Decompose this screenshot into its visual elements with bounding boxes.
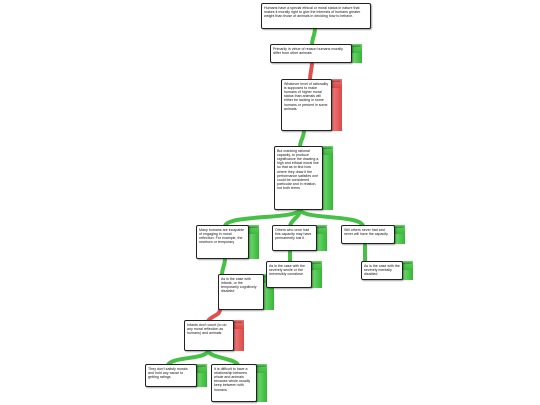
node-text: As is the case with the severely mentall… — [361, 261, 403, 280]
node-rationality-lacking[interactable]: opposes Whatever level of rationality is… — [281, 79, 342, 131]
connector-n12-to-n10 — [206, 348, 240, 367]
connector-n2-to-n1 — [308, 60, 314, 82]
supports-tag: supports — [395, 261, 413, 270]
connector-n3-to-n2 — [298, 128, 306, 149]
node-dont-satisfy-morals[interactable]: supports They don't satisfy morals and h… — [145, 364, 207, 387]
node-many-humans-incapable[interactable]: supports Many humans are incapable of en… — [196, 225, 259, 259]
connector-n7-to-n4 — [220, 256, 227, 277]
supports-stripe — [256, 373, 267, 402]
node-mentally-disabled[interactable]: supports As is the case with the severel… — [361, 261, 413, 280]
node-text: As is the case with infants, or the temp… — [218, 274, 264, 310]
node-text: As in the case with the severely senile … — [266, 261, 312, 288]
supports-tag: supports — [239, 225, 259, 234]
node-infants-dont-count[interactable]: opposes Infants don't count (to do any m… — [184, 320, 244, 351]
supports-tag: supports — [385, 225, 405, 234]
node-rational-capacity[interactable]: supports But cranking rational capacity,… — [274, 146, 333, 210]
node-text: They don't satisfy morals and hold any c… — [145, 364, 197, 387]
node-text: Many humans are incapable of engaging in… — [196, 225, 249, 259]
supports-stripe — [402, 270, 413, 280]
node-text: But cranking rational capacity, to produ… — [274, 146, 323, 210]
node-text: Others who once had this capacity may ha… — [272, 225, 317, 251]
opposes-tag: opposes — [224, 320, 244, 329]
opposes-stripe — [233, 329, 244, 351]
connector-n10-to-n7 — [206, 307, 222, 323]
connector-n4-to-n3 — [223, 207, 302, 228]
node-text: It is difficult to have a relationship b… — [211, 364, 257, 402]
opposes-tag: opposes — [322, 79, 342, 88]
connector-n11-to-n10 — [166, 348, 210, 367]
supports-stripe — [351, 53, 362, 63]
supports-stripe — [394, 234, 405, 244]
node-reason-differs[interactable]: supports Primarily in virtue of reason h… — [270, 44, 362, 63]
node-text: Primarily in virtue of reason humans mor… — [270, 44, 352, 63]
connector-n6-to-n3 — [298, 207, 365, 228]
node-others-never-had[interactable]: supports Still others never had and neve… — [341, 225, 405, 244]
node-text: Infants don't count (to do any moral ref… — [184, 320, 234, 351]
supports-tag: supports — [309, 225, 327, 234]
connector-n1-to-claim — [310, 26, 317, 47]
supports-stripe — [322, 155, 333, 210]
main-claim-node[interactable]: Humans have a special ethical or moral s… — [261, 3, 371, 29]
main-claim-text: Humans have a special ethical or moral s… — [261, 3, 371, 29]
node-text: Still others never had and never will ha… — [341, 225, 395, 244]
supports-tag: supports — [313, 146, 333, 155]
supports-stripe — [196, 373, 207, 387]
supports-stripe — [248, 234, 259, 259]
node-senile-comatose[interactable]: supports As in the case with the severel… — [266, 261, 322, 288]
supports-tag: supports — [249, 364, 267, 373]
supports-stripe — [316, 234, 327, 251]
supports-tag: supports — [187, 364, 207, 373]
supports-tag: supports — [304, 261, 322, 270]
opposes-stripe — [331, 88, 342, 131]
supports-stripe — [311, 270, 322, 288]
node-others-lost-capacity[interactable]: supports Others who once had this capaci… — [272, 225, 327, 251]
node-difficult-relationship[interactable]: supports It is difficult to have a relat… — [211, 364, 267, 402]
node-text: Whatever level of rationality is suppose… — [281, 79, 332, 131]
